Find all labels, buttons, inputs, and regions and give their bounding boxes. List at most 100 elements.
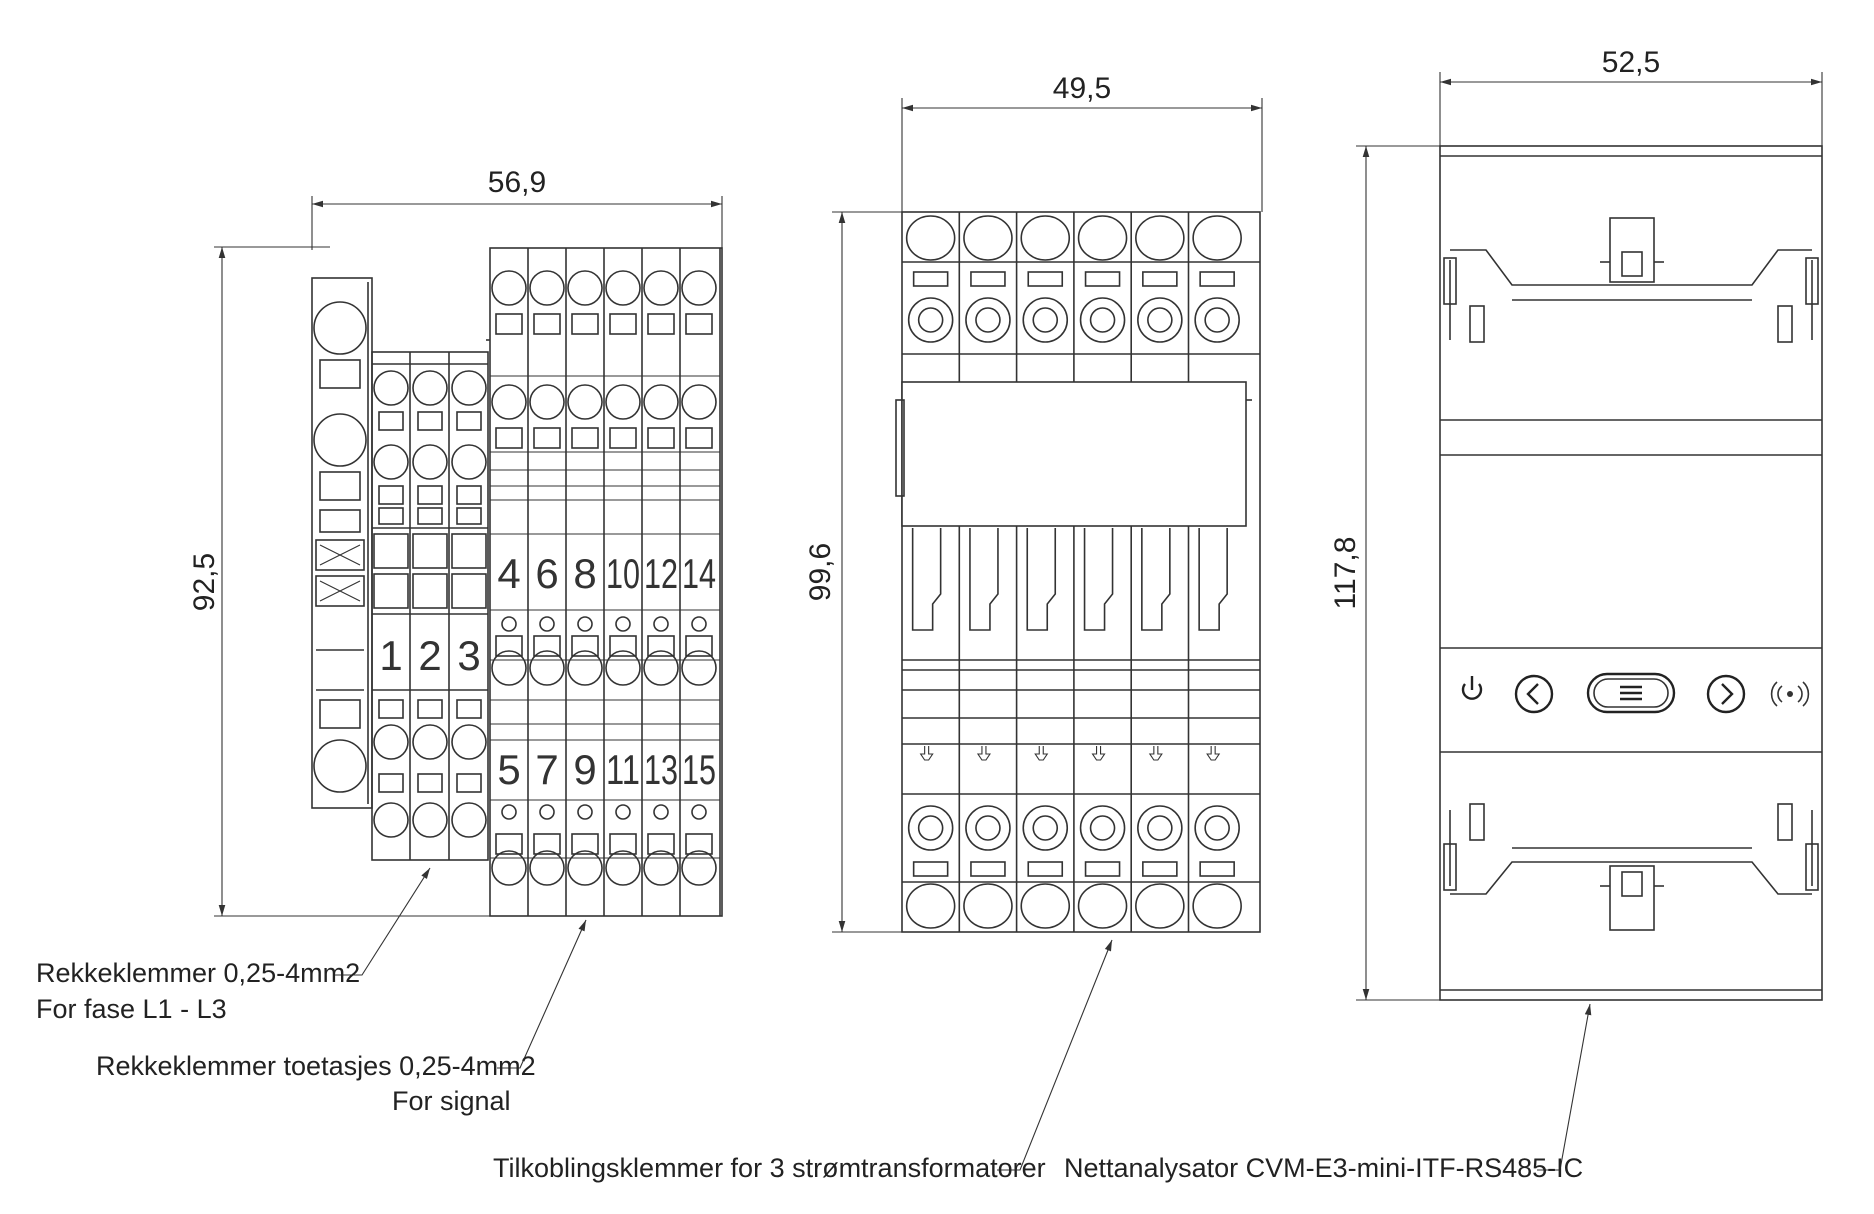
screw-head — [1147, 815, 1173, 841]
clamp-lever — [1198, 528, 1228, 631]
test-slot — [456, 699, 482, 719]
test-slot — [1199, 861, 1235, 877]
test-slot — [495, 635, 523, 657]
screw-opening — [643, 270, 679, 306]
screw-opening — [605, 850, 641, 886]
clamp-lever — [1026, 528, 1057, 631]
release-point — [501, 804, 517, 820]
screw-opening — [1077, 215, 1128, 261]
release-tab — [1091, 746, 1106, 761]
screw-opening — [373, 802, 409, 838]
screw-opening — [567, 270, 603, 306]
marker-slot — [451, 533, 487, 569]
release-point — [615, 616, 631, 632]
marker-slot — [412, 533, 448, 569]
clamp-lever — [969, 528, 999, 631]
terminal-number: 15 — [682, 746, 716, 793]
screw-opening — [1192, 883, 1242, 929]
signal-terminal: 67 — [529, 270, 565, 886]
power-icon[interactable] — [1461, 676, 1483, 700]
screw-opening — [1077, 883, 1128, 929]
callout-label: Tilkoblingsklemmer for 3 strømtransforma… — [493, 1153, 1046, 1183]
screw-opening — [412, 802, 448, 838]
release-point — [577, 616, 593, 632]
screw-head — [1089, 815, 1116, 841]
test-slot — [533, 833, 561, 855]
clamp-lever — [1083, 528, 1114, 631]
chevron-left-icon[interactable] — [1514, 674, 1554, 714]
dimension-label: 52,5 — [1602, 46, 1660, 79]
test-slot — [495, 427, 523, 449]
screw-opening — [491, 650, 527, 686]
screw-opening — [567, 650, 603, 686]
screw-opening — [529, 650, 565, 686]
test-slot — [378, 699, 404, 719]
release-point — [539, 616, 555, 632]
dimension-left-width: 56,9 — [311, 166, 723, 250]
screw-opening — [451, 802, 487, 838]
menu-icon[interactable] — [1586, 672, 1676, 714]
dimension-label: 117,8 — [1329, 537, 1362, 610]
screw-opening — [451, 724, 487, 760]
test-slot — [647, 313, 675, 335]
screw-opening — [491, 270, 527, 306]
callout-phase-terminals: Rekkeklemmer 0,25-4mm2 For fase L1 - L3 — [36, 867, 431, 1024]
end-plate — [311, 277, 373, 809]
screw-opening — [529, 850, 565, 886]
right-view-network-analyzer: 52,5 117,8 — [1064, 46, 1823, 1183]
terminal-number: 11 — [606, 746, 640, 793]
release-point — [653, 616, 669, 632]
screw-opening — [412, 444, 448, 480]
screw-head — [1032, 307, 1059, 333]
screw-opening — [605, 384, 641, 420]
screw-opening — [1194, 805, 1240, 851]
screw-opening — [965, 805, 1011, 851]
screw-opening — [1079, 297, 1126, 343]
screw-opening — [681, 650, 717, 686]
screw-opening — [1192, 215, 1242, 261]
test-slot — [495, 833, 523, 855]
screw-opening — [965, 297, 1011, 343]
test-slot — [378, 773, 404, 793]
dimension-right-height: 117,8 — [1329, 145, 1446, 1001]
screw-head — [975, 307, 1001, 333]
test-slot — [685, 313, 713, 335]
ct-terminal — [1020, 215, 1071, 929]
callout-analyzer: Nettanalysator CVM-E3-mini-ITF-RS485-IC — [1064, 1003, 1592, 1183]
screw-head — [1204, 815, 1230, 841]
screw-opening — [1137, 297, 1183, 343]
callout-label: Rekkeklemmer toetasjes 0,25-4mm2 — [96, 1051, 536, 1081]
test-slot — [685, 833, 713, 855]
test-slot — [609, 427, 637, 449]
test-slot — [533, 427, 561, 449]
screw-head — [1032, 815, 1059, 841]
middle-view-ct-terminals: 49,5 99,6 Tilkoblingsklemmer for 3 strøm… — [493, 72, 1263, 1183]
screw-opening — [451, 370, 487, 406]
ct-terminal — [1077, 215, 1128, 929]
screw-head — [975, 815, 1001, 841]
test-slot — [685, 635, 713, 657]
screw-opening — [567, 850, 603, 886]
release-point — [691, 616, 707, 632]
screw-opening — [1137, 805, 1183, 851]
test-slot — [417, 507, 443, 525]
test-slot — [495, 313, 523, 335]
test-slot — [456, 773, 482, 793]
callout-label: For signal — [392, 1086, 511, 1116]
callout-signal-terminals: Rekkeklemmer toetasjes 0,25-4mm2 For sig… — [96, 919, 587, 1116]
terminal-number: 6 — [535, 550, 558, 597]
test-slot — [1027, 861, 1064, 877]
screw-opening — [1020, 215, 1071, 261]
terminal-number: 13 — [644, 746, 678, 793]
chevron-right-icon[interactable] — [1706, 674, 1746, 714]
wireless-icon — [1770, 681, 1810, 707]
screw-opening — [907, 297, 954, 343]
ct-terminal — [905, 215, 956, 929]
left-view-terminal-blocks: 56,9 92,5 — [36, 166, 723, 1116]
callout-label: For fase L1 - L3 — [36, 994, 227, 1024]
test-slot — [533, 313, 561, 335]
screw-opening — [1020, 883, 1071, 929]
callout-label: Nettanalysator CVM-E3-mini-ITF-RS485-IC — [1064, 1153, 1583, 1183]
